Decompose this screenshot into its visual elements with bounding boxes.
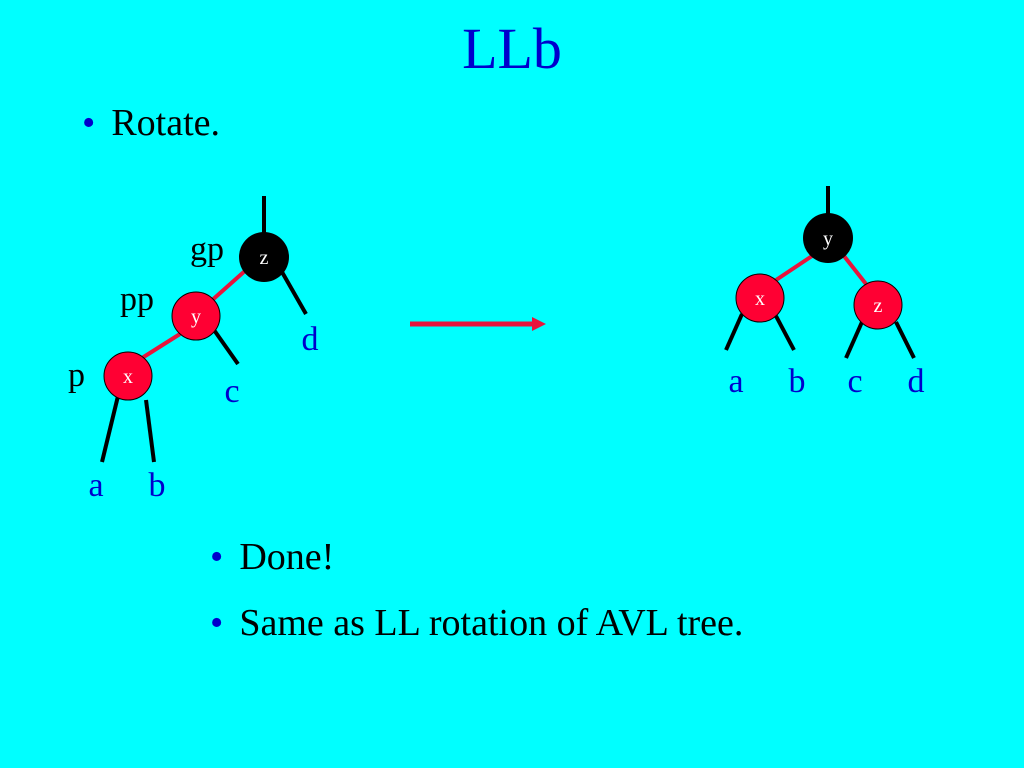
edge-x-a	[100, 395, 120, 463]
edge-x2-a	[724, 313, 744, 351]
node-x-after: x	[735, 273, 785, 323]
right-arrow-icon	[410, 317, 546, 331]
node-y-after: y	[803, 213, 853, 263]
label-gp: gp	[190, 231, 224, 268]
slide-title: LLb	[462, 16, 562, 81]
subtree-b-after: b	[789, 363, 806, 400]
edge-z2-d	[894, 321, 916, 359]
bullet-rotate: • Rotate.	[82, 104, 220, 142]
node-x-after-label: x	[755, 288, 765, 310]
edge-z2-c	[844, 321, 864, 359]
node-z-after-label: z	[874, 295, 883, 317]
edge-y2-x2	[774, 254, 814, 282]
subtree-d-after: d	[908, 363, 925, 400]
subtree-a-after: a	[728, 363, 743, 400]
node-x: x	[103, 351, 153, 401]
label-pp: pp	[120, 281, 154, 318]
bullet-text: Same as LL rotation of AVL tree.	[239, 602, 744, 644]
bullet-done: • Done!	[210, 538, 334, 576]
node-y: y	[171, 291, 221, 341]
node-z-after: z	[853, 280, 903, 330]
bullet-dot: •	[82, 102, 96, 144]
bullet-text: Done!	[239, 536, 335, 578]
subtree-c: c	[224, 373, 239, 410]
bullet-same-as-ll: • Same as LL rotation of AVL tree.	[210, 604, 743, 642]
subtree-c-after: c	[847, 363, 862, 400]
edge-y2-z2	[842, 254, 868, 286]
label-p: p	[68, 357, 85, 394]
subtree-a: a	[88, 467, 103, 504]
edge-x-b	[144, 399, 156, 463]
node-y-after-label: y	[823, 228, 833, 250]
node-z: z	[239, 232, 289, 282]
edge-z-y	[208, 268, 248, 304]
bullet-dot: •	[210, 602, 224, 644]
bullet-text: Rotate.	[111, 102, 221, 144]
node-x-label: x	[123, 366, 133, 388]
bullet-dot: •	[210, 536, 224, 578]
node-y-label: y	[191, 306, 201, 328]
node-z-label: z	[260, 247, 269, 269]
edge-z-d	[280, 271, 308, 315]
before-tree: z y x gp pp p a b c d	[68, 196, 319, 504]
subtree-b: b	[149, 467, 166, 504]
edge-y-c	[212, 328, 240, 366]
subtree-d: d	[302, 321, 319, 358]
after-tree: y x z a b c d	[724, 186, 925, 400]
edge-y-x	[140, 332, 182, 360]
edge-x2-b	[774, 315, 796, 351]
